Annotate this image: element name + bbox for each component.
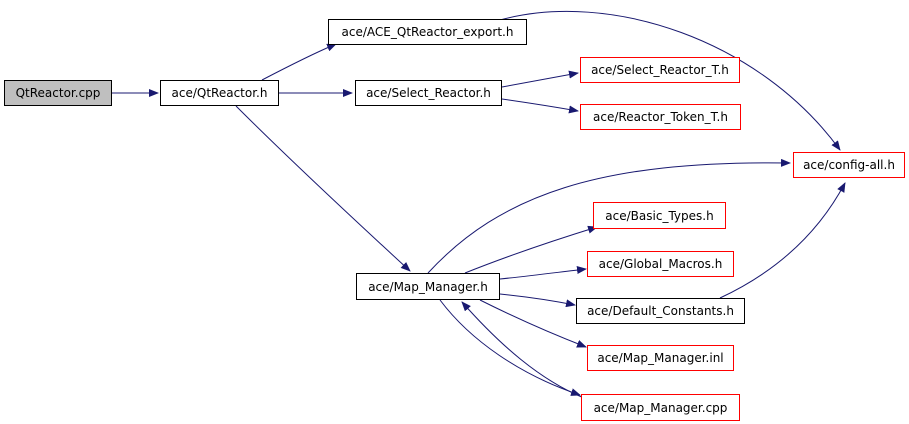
node-ace-map-manager-cpp[interactable]: ace/Map_Manager.cpp (581, 394, 740, 421)
edge-qtreactor-h-to-map-manager-h (235, 105, 411, 272)
edge-qtreactor-h-to-export-h (261, 43, 337, 81)
edge-map-manager-h-to-map-manager-inl (479, 299, 587, 348)
node-ace-qtreactor-h[interactable]: ace/QtReactor.h (160, 80, 279, 106)
node-ace-basic-types-h[interactable]: ace/Basic_Types.h (593, 202, 726, 229)
edge-default-constants-h-to-config-all-h (719, 182, 846, 299)
node-ace-config-all-h[interactable]: ace/config-all.h (793, 152, 905, 178)
node-ace-default-constants-h[interactable]: ace/Default_Constants.h (576, 298, 745, 324)
edge-map-manager-cpp-to-map-manager-h (461, 301, 585, 399)
node-ace-map-manager-h[interactable]: ace/Map_Manager.h (356, 273, 500, 300)
node-ace-reactor-token-t-h[interactable]: ace/Reactor_Token_T.h (580, 104, 741, 130)
edge-map-manager-h-to-default-constants-h (499, 293, 576, 308)
edge-map-manager-h-to-map-manager-cpp (439, 299, 581, 396)
edge-map-manager-h-to-global-macros-h (499, 266, 587, 280)
node-ace-select-reactor-t-h[interactable]: ace/Select_Reactor_T.h (580, 57, 740, 83)
node-ace-map-manager-inl[interactable]: ace/Map_Manager.inl (587, 345, 734, 371)
edge-select-reactor-h-to-reactor-token-t-h (501, 98, 579, 114)
edge-select-reactor-h-to-select-reactor-t-h (501, 70, 579, 88)
edge-export-h-to-config-all-h (499, 10, 841, 151)
node-ace-select-reactor-h[interactable]: ace/Select_Reactor.h (355, 80, 502, 106)
node-ace-qtreactor-export-h[interactable]: ace/ACE_QtReactor_export.h (328, 19, 527, 45)
edge-map-manager-h-to-config-all-h (427, 158, 791, 274)
node-qtreactor-cpp: QtReactor.cpp (4, 80, 112, 106)
edge-map-manager-h-to-basic-types-h (464, 225, 598, 274)
node-ace-global-macros-h[interactable]: ace/Global_Macros.h (587, 251, 734, 277)
